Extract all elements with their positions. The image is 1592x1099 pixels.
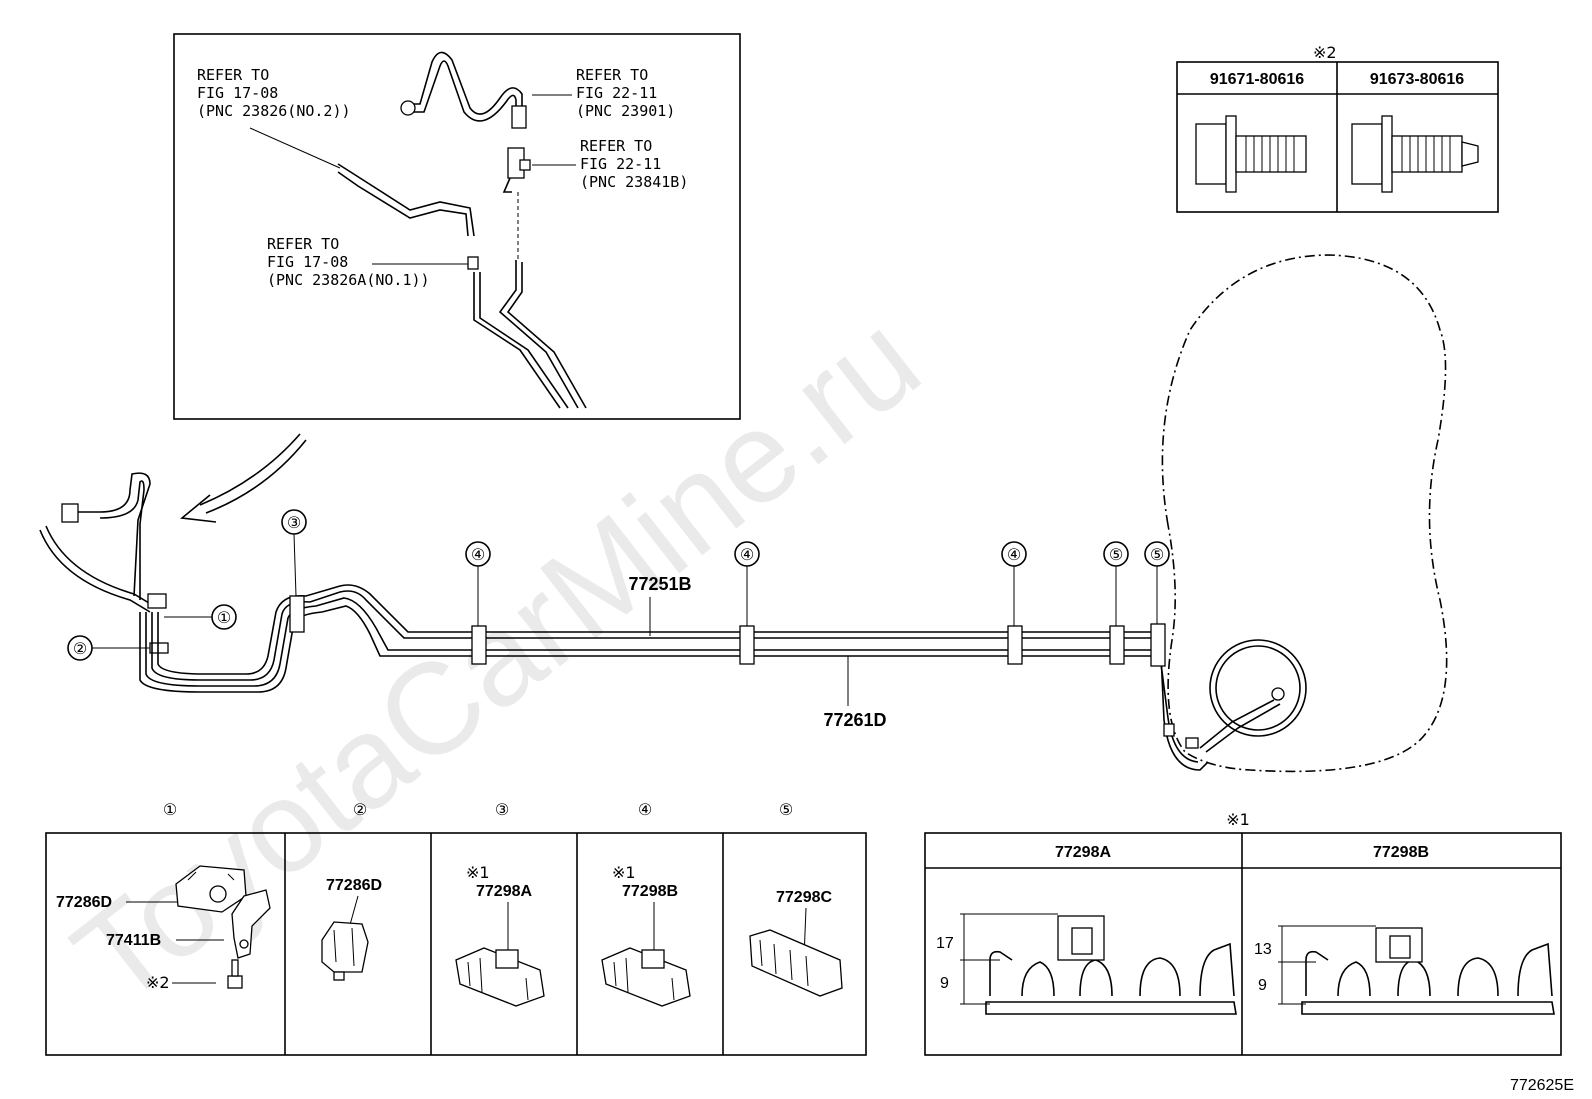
svg-text:④: ④ [1007,545,1021,564]
hose-end-connector-icon [61,503,79,523]
tube-upper-label: 77251B [628,574,691,594]
clamp-4c-marker [1007,625,1023,665]
clamp-header-5: ⑤ [779,800,793,819]
bolt-small-icon [227,959,243,989]
clamp-4a-marker [471,625,487,665]
callout-4b: ④ [734,541,760,626]
inset-frame [173,33,741,420]
figure-id: 772625E [1510,1077,1574,1094]
inset-ref-1-line2: FIG 17-08 [197,84,278,102]
callout-5a: ⑤ [1103,541,1129,626]
clamp-table: ① ② ③ ④ ⑤ 77286D 77411B ※2 77286D [45,800,867,1056]
callout-3: ③ [281,509,307,597]
svg-text:④: ④ [471,545,485,564]
clip-b-dim-upper: 13 [1254,941,1272,958]
callout-5b: ⑤ [1144,541,1170,624]
clamp-header-3: ③ [495,800,509,819]
fuel-pump-icon [1199,639,1307,753]
svg-text:⑤: ⑤ [1109,545,1123,564]
clip-77298b-profile-icon [1278,925,1555,1015]
clip-dimension-table: ※1 77298A 77298B 17 9 [924,810,1562,1056]
cell2-part-a: 77286D [326,877,382,894]
tube-lower-label: 77261D [823,710,886,730]
cell3-note: ※1 [466,863,490,882]
clamp-5b-marker [1150,623,1166,667]
callout-2: ② [67,635,150,661]
callout-4a: ④ [465,541,491,626]
svg-text:②: ② [73,639,87,658]
clip-header-a: 77298A [1055,844,1111,861]
clip-77298c-icon [749,929,843,997]
inset-ref-1-line1: REFER TO [197,66,269,84]
bolt-header-1: 91671-80616 [1210,71,1304,88]
bolt-header-2: 91673-80616 [1370,71,1464,88]
clip-a-dim-upper: 17 [936,935,954,952]
clamp-3-marker [289,595,305,633]
inset-ref-2-line1: REFER TO [576,66,648,84]
direction-arrow-icon [180,433,307,523]
inset-ref-4-line1: REFER TO [267,235,339,253]
clip-77298a-profile-icon [960,913,1237,1015]
cell3-part-a: 77298A [476,883,532,900]
cell4-note: ※1 [612,863,636,882]
cell1-part-b: 77411B [106,932,161,949]
inset-detail: REFER TO FIG 17-08 (PNC 23826(NO.2)) REF… [173,33,741,420]
cell5-part-a: 77298C [776,889,832,906]
inset-ref-3-line2: FIG 22-11 [580,155,661,173]
bolt-table-note: ※2 [1313,43,1337,62]
clip-header-b: 77298B [1373,844,1429,861]
flange-bolt-pilot-icon [1351,115,1479,193]
clip-77298b-icon [601,947,691,1007]
fuel-tube-assembly [39,472,1209,771]
small-connector-icon [467,256,479,270]
clamp-header-1: ① [163,800,177,819]
callout-1: ① [164,604,237,630]
clip-icon [502,147,531,193]
cell1-note: ※2 [146,973,170,992]
clip-a-dim-lower: 9 [940,975,949,992]
clip-77298a-icon [455,947,545,1007]
svg-text:④: ④ [740,545,754,564]
clip-table-note: ※1 [1226,810,1250,829]
svg-text:③: ③ [287,513,301,532]
inset-ref-3-line1: REFER TO [580,137,652,155]
clip-b-dim-lower: 9 [1258,977,1267,994]
bracket-77411b-icon [231,889,271,959]
inset-ref-2-line3: (PNC 23901) [576,102,675,120]
bolt-table: ※2 91671-80616 91673-80616 [1176,43,1499,213]
clamp-5a-marker [1109,625,1125,665]
inset-ref-2-line2: FIG 22-11 [576,84,657,102]
inset-ref-4-line2: FIG 17-08 [267,253,348,271]
inset-ref-4-line3: (PNC 23826A(NO.1)) [267,271,430,289]
fuel-tank-outline [1161,254,1448,773]
watermark: ToyotaCarMine.ru [47,285,945,1032]
inset-ref-1-line3: (PNC 23826(NO.2)) [197,102,351,120]
svg-text:①: ① [217,608,231,627]
clamp-1-marker [147,593,167,609]
callout-4c: ④ [1001,541,1027,626]
inset-ref-3-line3: (PNC 23841B) [580,173,688,191]
clamp-header-4: ④ [638,800,652,819]
clamp-77286d-small-icon [321,921,369,981]
flange-bolt-icon [1195,115,1307,193]
cell1-part-a: 77286D [56,894,112,911]
clamp-header-2: ② [353,800,367,819]
hose-connector-icon [400,51,527,129]
svg-text:⑤: ⑤ [1150,545,1164,564]
cell4-part-a: 77298B [622,883,678,900]
clamp-4b-marker [739,625,755,665]
